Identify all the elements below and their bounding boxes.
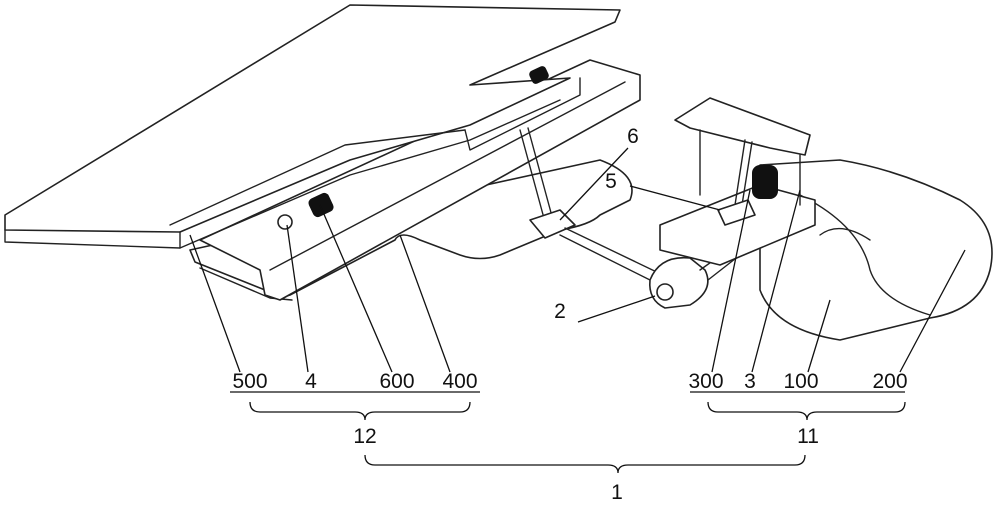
pin-4 bbox=[277, 214, 293, 230]
label-600: 600 bbox=[379, 370, 415, 393]
rod-6 bbox=[519, 127, 554, 223]
pedal-plate bbox=[674, 97, 811, 156]
spring-600 bbox=[308, 192, 334, 218]
label-200: 200 bbox=[872, 370, 908, 393]
link-2 bbox=[559, 227, 666, 286]
spring-300 bbox=[752, 165, 778, 199]
label-300: 300 bbox=[688, 370, 724, 393]
brace-1 bbox=[364, 454, 806, 474]
label-100: 100 bbox=[783, 370, 819, 393]
label-400: 400 bbox=[442, 370, 478, 393]
label-4: 4 bbox=[305, 370, 317, 393]
rod-5 bbox=[734, 139, 753, 206]
board-500 bbox=[4, 4, 621, 233]
label-3: 3 bbox=[744, 370, 756, 393]
label-12: 12 bbox=[353, 425, 377, 448]
brace-12 bbox=[249, 401, 471, 421]
label-1: 1 bbox=[611, 481, 623, 504]
label-6: 6 bbox=[627, 125, 639, 148]
label-5: 5 bbox=[605, 170, 617, 193]
label-2: 2 bbox=[554, 300, 566, 323]
label-11: 11 bbox=[797, 425, 819, 448]
brace-11 bbox=[707, 401, 906, 421]
spring-upper bbox=[529, 66, 549, 84]
label-500: 500 bbox=[232, 370, 268, 393]
